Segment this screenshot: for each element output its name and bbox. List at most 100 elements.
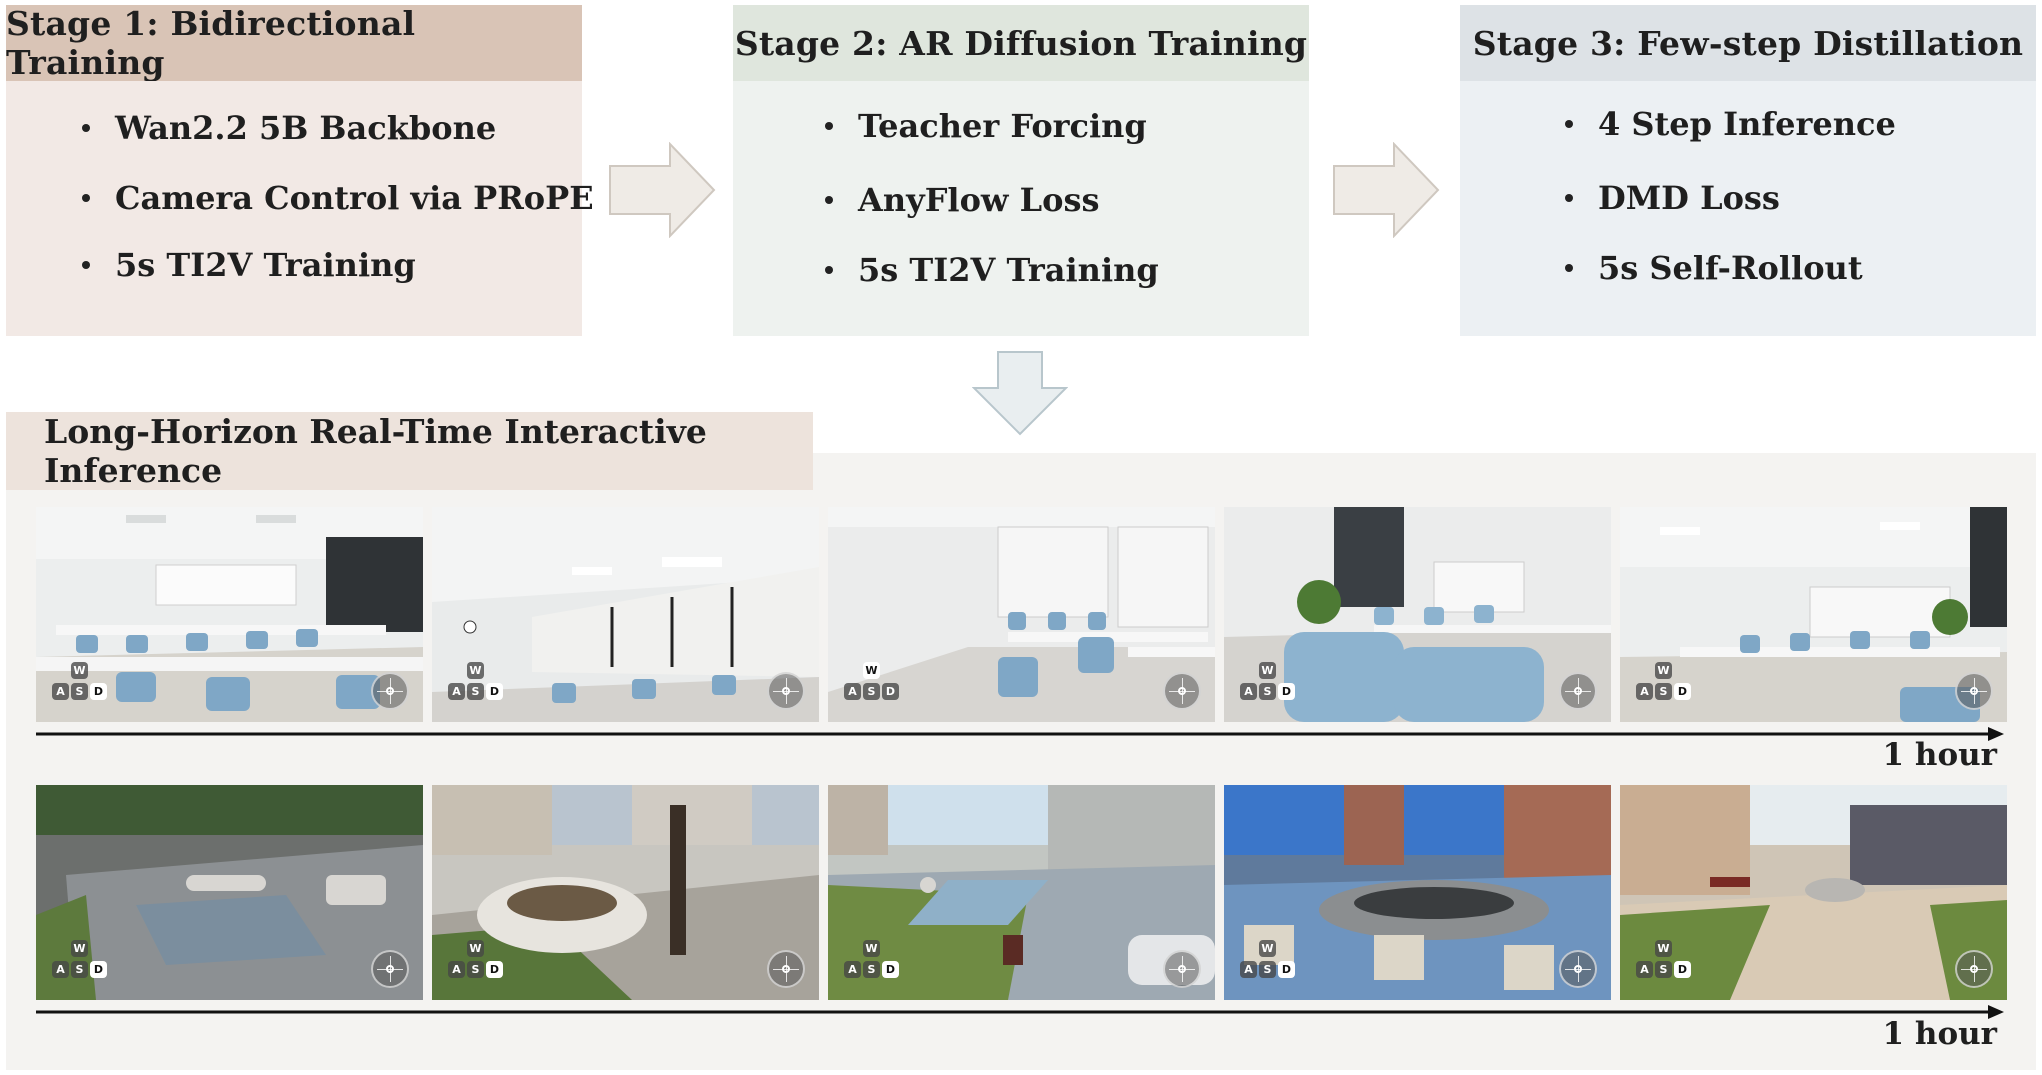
arrow-down-icon — [972, 351, 1068, 436]
stage-1-body: Wan2.2 5B Backbone Camera Control via PR… — [6, 81, 594, 336]
key-d: D — [486, 683, 503, 700]
plaza-scene — [828, 785, 1215, 1000]
joystick-icon — [371, 672, 409, 710]
key-s: S — [1259, 961, 1276, 978]
video-frame: W A S D — [828, 507, 1215, 722]
key-s: S — [1259, 683, 1276, 700]
joystick-icon — [1163, 950, 1201, 988]
wasd-keys: W A S D — [842, 662, 902, 710]
stage-1-title: Stage 1: Bidirectional Training — [6, 4, 582, 82]
key-w: W — [71, 662, 88, 679]
stage-3-box: Stage 3: Few-step Distillation 4 Step In… — [1460, 5, 2036, 336]
stage-2-bullet: Teacher Forcing — [825, 107, 1147, 145]
key-s: S — [863, 683, 880, 700]
key-a: A — [1240, 961, 1257, 978]
key-a: A — [448, 683, 465, 700]
timeline-arrow — [36, 1005, 2004, 1019]
key-s: S — [467, 961, 484, 978]
stage-1-bullet: Wan2.2 5B Backbone — [82, 109, 496, 147]
wasd-keys: W A S D — [446, 940, 506, 988]
timeline-label: 1 hour — [1882, 1016, 1997, 1052]
key-w: W — [1655, 662, 1672, 679]
key-d: D — [882, 961, 899, 978]
stage-3-bullet: DMD Loss — [1565, 179, 1780, 217]
video-frame: W A S D — [36, 507, 423, 722]
classroom-scene — [36, 507, 423, 722]
key-w: W — [1259, 662, 1276, 679]
key-d: D — [1278, 961, 1295, 978]
key-a: A — [844, 683, 861, 700]
key-w: W — [71, 940, 88, 957]
key-w: W — [1655, 940, 1672, 957]
joystick-icon — [1559, 672, 1597, 710]
wasd-keys: W A S D — [1238, 662, 1298, 710]
key-s: S — [71, 961, 88, 978]
outdoor-frame-row: W A S D W A S D — [36, 785, 2007, 1000]
joystick-icon — [1955, 672, 1993, 710]
joystick-icon — [767, 950, 805, 988]
key-a: A — [1636, 683, 1653, 700]
plaza-scene — [1620, 785, 2007, 1000]
wasd-keys: W A S D — [1238, 940, 1298, 988]
key-d: D — [90, 683, 107, 700]
stage-3-bullet: 4 Step Inference — [1565, 105, 1896, 143]
video-frame: W A S D — [432, 507, 819, 722]
stage-3-title: Stage 3: Few-step Distillation — [1460, 5, 2036, 81]
key-a: A — [448, 961, 465, 978]
stage-1-box: Stage 1: Bidirectional Training Wan2.2 5… — [6, 4, 594, 336]
key-a: A — [844, 961, 861, 978]
key-s: S — [1655, 683, 1672, 700]
wasd-keys: W A S D — [50, 940, 110, 988]
joystick-icon — [1163, 672, 1201, 710]
key-w: W — [863, 940, 880, 957]
wasd-keys: W A S D — [50, 662, 110, 710]
key-w: W — [1259, 940, 1276, 957]
wasd-keys: W A S D — [1634, 940, 1694, 988]
key-d: D — [1674, 961, 1691, 978]
stage-1-bullet: 5s TI2V Training — [82, 246, 416, 284]
stage-3-body: 4 Step Inference DMD Loss 5s Self-Rollou… — [1460, 81, 2036, 336]
arrow-right-icon — [1333, 142, 1440, 238]
key-w: W — [863, 662, 880, 679]
key-s: S — [71, 683, 88, 700]
wasd-keys: W A S D — [1634, 662, 1694, 710]
key-a: A — [52, 961, 69, 978]
video-frame: W A S D — [1224, 507, 1611, 722]
wasd-keys: W A S D — [446, 662, 506, 710]
joystick-icon — [371, 950, 409, 988]
key-s: S — [467, 683, 484, 700]
key-s: S — [1655, 961, 1672, 978]
video-frame: W A S D — [1620, 507, 2007, 722]
key-a: A — [1240, 683, 1257, 700]
video-frame: W A S D — [1620, 785, 2007, 1000]
video-frame: W A S D — [1224, 785, 1611, 1000]
key-d: D — [882, 683, 899, 700]
key-d: D — [486, 961, 503, 978]
key-d: D — [1278, 683, 1295, 700]
key-a: A — [52, 683, 69, 700]
key-w: W — [467, 662, 484, 679]
stage-2-body: Teacher Forcing AnyFlow Loss 5s TI2V Tra… — [733, 81, 1309, 336]
video-frame: W A S D — [36, 785, 423, 1000]
joystick-icon — [1559, 950, 1597, 988]
indoor-frame-row: W A S D W A S D — [36, 507, 2007, 722]
stage-1-bullet: Camera Control via PRoPE — [82, 179, 594, 217]
plaza-scene — [432, 785, 819, 1000]
timeline-arrow — [36, 727, 2004, 741]
key-d: D — [1674, 683, 1691, 700]
key-d: D — [90, 961, 107, 978]
stage-2-box: Stage 2: AR Diffusion Training Teacher F… — [733, 5, 1309, 336]
stage-2-bullet: 5s TI2V Training — [825, 251, 1159, 289]
wasd-keys: W A S D — [842, 940, 902, 988]
stage-2-title: Stage 2: AR Diffusion Training — [733, 5, 1309, 81]
key-w: W — [467, 940, 484, 957]
video-frame: W A S D — [432, 785, 819, 1000]
key-s: S — [863, 961, 880, 978]
plaza-scene — [1224, 785, 1611, 1000]
joystick-icon — [767, 672, 805, 710]
plaza-scene — [36, 785, 423, 1000]
key-a: A — [1636, 961, 1653, 978]
stage-3-bullet: 5s Self-Rollout — [1565, 249, 1863, 287]
inference-title: Long-Horizon Real-Time Interactive Infer… — [6, 412, 813, 490]
timeline-label: 1 hour — [1882, 737, 1997, 773]
